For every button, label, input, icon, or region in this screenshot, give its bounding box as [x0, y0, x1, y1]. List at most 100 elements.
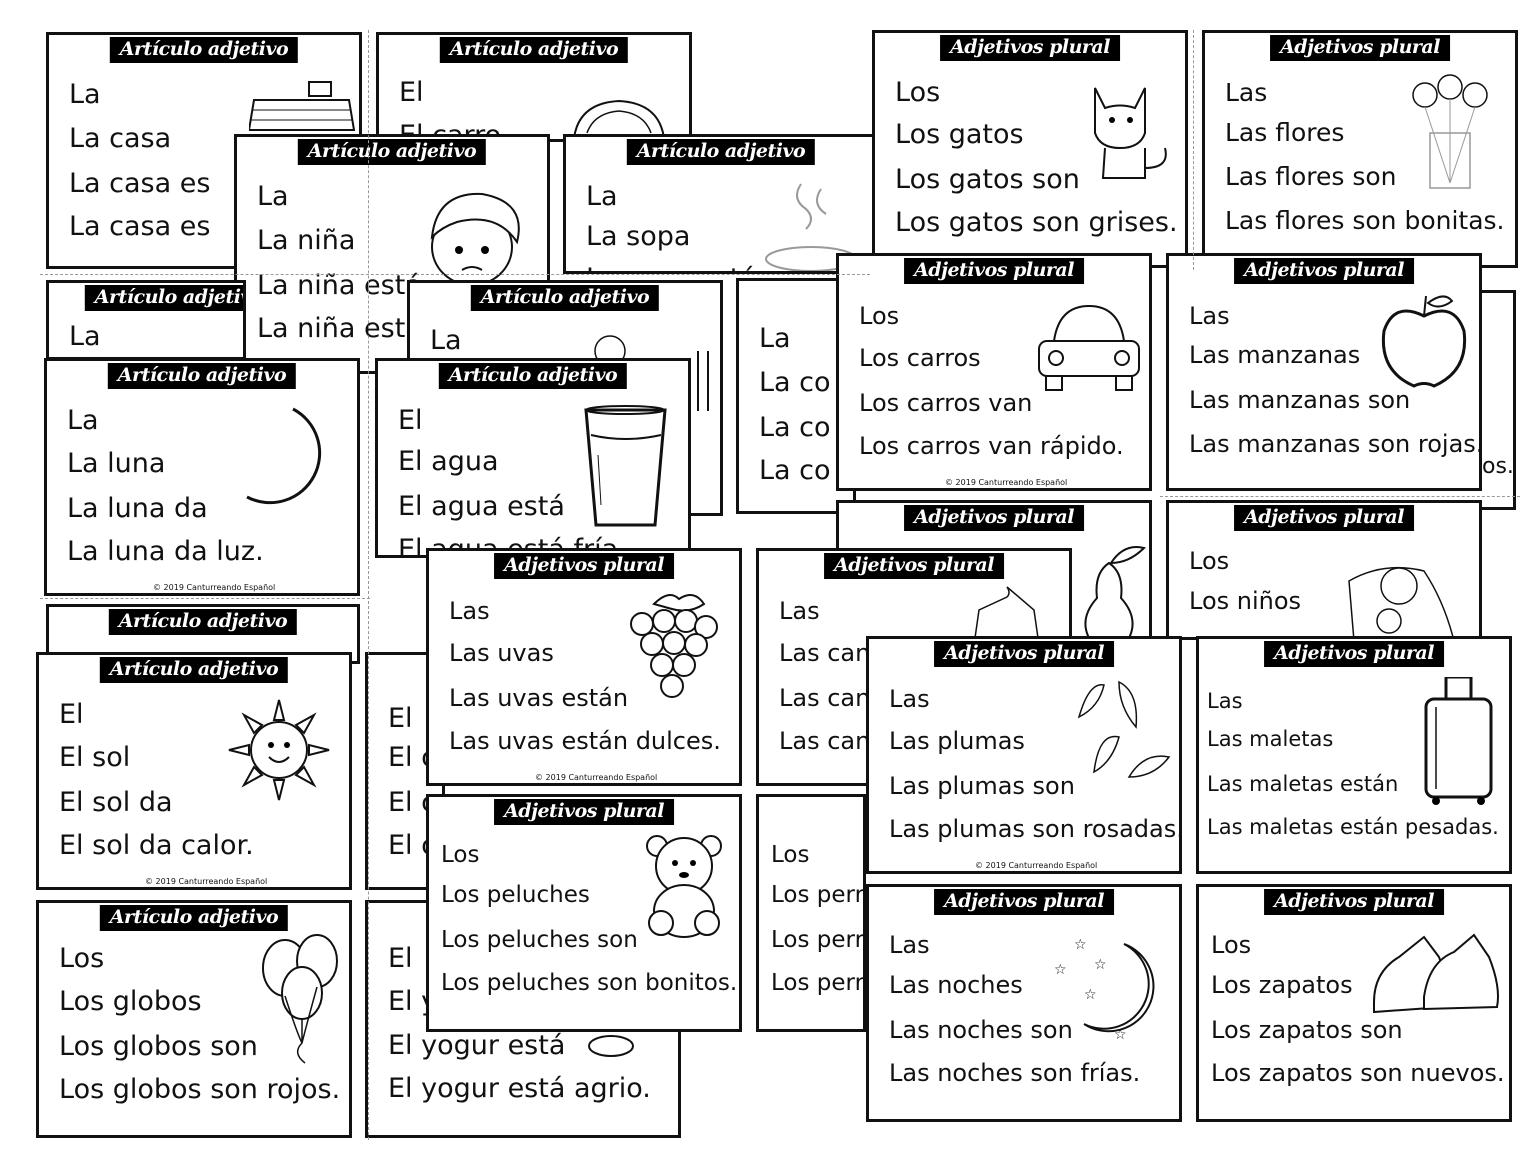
card-line: Las maletas están	[1207, 772, 1399, 796]
cat-icon	[1094, 87, 1167, 179]
card-line: La	[69, 321, 101, 352]
card-line: Las can	[779, 684, 871, 712]
card-line: Las noches	[889, 971, 1023, 999]
svg-text:☆: ☆	[1114, 1027, 1127, 1043]
svg-text:☆: ☆	[1084, 987, 1097, 1003]
card-line: Las flores son bonitas.	[1225, 206, 1505, 235]
card-line: La sopa	[586, 221, 691, 252]
balloons-icon	[262, 934, 338, 1064]
card-line: Los globos	[59, 986, 202, 1017]
card-line: La casa	[69, 123, 172, 154]
card-luna: Artículo adjetivo La La luna La luna da …	[44, 358, 360, 596]
card-line: La	[759, 323, 791, 354]
cut-line	[40, 274, 870, 275]
chair-icon	[594, 335, 709, 411]
card-line: Los carros van	[859, 389, 1033, 417]
card-header: Adjetivos plural	[934, 641, 1114, 667]
card-line: Las noches son	[889, 1016, 1073, 1044]
shirt-icon	[973, 586, 1040, 645]
card-header: Adjetivos plural	[904, 258, 1084, 284]
card-header: Artículo adjetivo	[297, 139, 487, 165]
card-line: Los	[859, 302, 900, 330]
card-zapatos: Adjetivos plural Los Los zapatos Los zap…	[1196, 884, 1512, 1122]
card-line: Las maletas están pesadas.	[1207, 815, 1499, 839]
card-line: Los	[1189, 547, 1230, 575]
card-header: Artículo adjetivo	[470, 285, 660, 311]
card-line: Los	[1211, 931, 1252, 959]
card-header: Adjetivos plural	[1234, 505, 1414, 531]
card-line: Los zapatos son nuevos.	[1211, 1059, 1505, 1087]
card-line: Los perr	[771, 927, 865, 953]
teddy-bear-icon	[646, 835, 722, 938]
card-line: Los niños	[1189, 587, 1302, 615]
card-line: La niña	[257, 225, 356, 256]
card-line: Los perr	[771, 882, 865, 908]
card-line: Las	[1225, 78, 1268, 107]
card-hidden-2: Artículo adjetivo	[46, 604, 360, 664]
card-line: Los carros	[859, 344, 981, 372]
sun-icon	[228, 699, 330, 801]
card-header: Artículo adjetivo	[84, 285, 243, 311]
card-line: Las plumas son rosadas.	[889, 815, 1182, 843]
card-line: El sol	[59, 742, 131, 773]
card-line: Los gatos son	[895, 164, 1080, 195]
car-icon	[573, 99, 665, 139]
card-line: El	[388, 703, 413, 734]
card-line: La co	[759, 455, 831, 486]
card-line: Las	[449, 597, 490, 625]
copyright: © 2019 Canturreando Español	[153, 583, 276, 592]
card-line: El yogur está	[388, 1030, 566, 1061]
feathers-icon	[1077, 680, 1171, 778]
card-line: La	[430, 325, 462, 356]
card-line: Los gatos son grises.	[895, 207, 1178, 238]
card-line: La	[69, 79, 101, 110]
card-line: Las	[889, 931, 930, 959]
copyright: © 2019 Canturreando Español	[975, 861, 1098, 870]
card-line: Los	[59, 943, 105, 974]
card-nina: Artículo adjetivo La La niña La niña est…	[234, 134, 550, 374]
card-line: La	[67, 405, 99, 436]
card-header: Adjetivos plural	[904, 505, 1084, 531]
flowers-icon	[1412, 74, 1488, 189]
card-line: La	[586, 181, 618, 212]
card-line: Las	[779, 597, 820, 625]
card-line: Los perr	[771, 970, 865, 996]
card-maletas: Adjetivos plural Las Las maletas Las mal…	[1196, 636, 1512, 874]
card-header: Artículo adjetivo	[107, 363, 297, 389]
card-line: Las maletas	[1207, 727, 1334, 751]
card-line: La niña está	[257, 270, 422, 301]
cut-line	[1193, 30, 1194, 270]
card-line: Los globos son	[59, 1031, 258, 1062]
card-line: Las	[889, 685, 930, 713]
card-header: Adjetivos plural	[824, 553, 1004, 579]
card-header: Adjetivos plural	[494, 799, 674, 825]
card-line: La co	[759, 412, 831, 443]
card-line: La sopa está	[586, 263, 757, 271]
girl-icon	[430, 192, 520, 286]
suitcase-icon	[1424, 677, 1493, 805]
card-perros: Los Los perr Los perr Los perr	[756, 794, 866, 1032]
cut-line	[368, 30, 369, 1140]
card-line: La niña está	[257, 313, 422, 344]
card-header: Artículo adjetivo	[626, 139, 816, 165]
card-line: Los globos son rojos.	[59, 1074, 341, 1105]
card-line: Las flores	[1225, 118, 1345, 147]
card-line: Las plumas	[889, 727, 1025, 755]
card-line: Los carros van rápido.	[859, 432, 1124, 460]
card-header: Adjetivos plural	[494, 553, 674, 579]
card-line: Las uvas están	[449, 684, 629, 712]
card-hidden: Artículo adjetivo La	[46, 280, 246, 360]
card-flores: Adjetivos plural Las Las flores Las flor…	[1202, 30, 1518, 268]
card-header: Artículo adjetivo	[108, 609, 298, 635]
card-gatos: Adjetivos plural Los Los gatos Los gatos…	[872, 30, 1188, 268]
card-line: La	[257, 181, 289, 212]
card-line: El yogur está agrio.	[388, 1073, 651, 1104]
card-line: Las	[1189, 302, 1230, 330]
card-header: Artículo adjetivo	[438, 363, 628, 389]
card-line: El	[398, 405, 423, 436]
card-line: Las	[1207, 689, 1243, 713]
card-line: La casa es	[69, 168, 211, 199]
card-line: El	[59, 699, 84, 730]
card-carro: Artículo adjetivo El El carro	[376, 32, 692, 142]
card-line: Los zapatos son	[1211, 1016, 1403, 1044]
